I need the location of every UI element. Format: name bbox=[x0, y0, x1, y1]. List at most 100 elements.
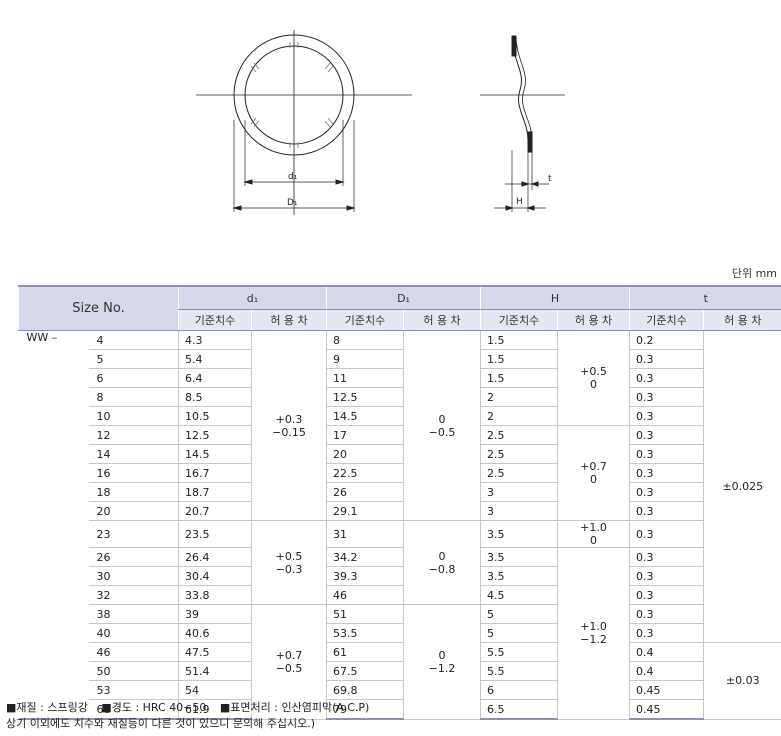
size-no-cell: 38 bbox=[88, 604, 179, 624]
d1-nominal-cell: 8.5 bbox=[178, 387, 252, 407]
tolerance-plus: +1.0 bbox=[580, 521, 607, 534]
D1-nominal-cell: 79 bbox=[326, 699, 404, 720]
t-nominal-cell: 0.45 bbox=[629, 680, 704, 700]
t-nominal-cell: 0.3 bbox=[629, 368, 704, 388]
tolerance-plus: +0.7 bbox=[275, 648, 303, 662]
size-no-cell: 60 bbox=[88, 699, 179, 720]
t-tolerance-cell: ±0.03 bbox=[703, 642, 781, 720]
D1-nominal-cell: 11 bbox=[326, 368, 404, 388]
D1-nominal-cell: 12.5 bbox=[326, 387, 404, 407]
label-H-drawing: H bbox=[516, 197, 523, 207]
t-nominal-cell: 0.3 bbox=[629, 387, 704, 407]
tolerance-plus: 0 bbox=[438, 549, 446, 563]
t-nominal-cell: 0.3 bbox=[629, 566, 704, 586]
d1-nominal-cell: 54 bbox=[178, 680, 252, 700]
dimension-table: Size No. d₁ D₁ H t 기준치수 허 용 차 기준치수 허 용 차… bbox=[18, 285, 781, 720]
H-nominal-cell: 3 bbox=[480, 482, 558, 502]
tolerance-plus: +0.7 bbox=[580, 460, 607, 473]
t-tolerance-cell: ±0.025 bbox=[703, 330, 781, 643]
tolerance-plus: 0 bbox=[438, 412, 446, 426]
d1-nominal-cell: 39 bbox=[178, 604, 252, 624]
size-no-cell: 12 bbox=[88, 425, 179, 445]
D1-tolerance-header: 허 용 차 bbox=[402, 309, 481, 331]
d1-nominal-cell: 33.8 bbox=[178, 585, 252, 605]
D1-nominal-cell: 34.2 bbox=[326, 547, 404, 567]
H-nominal-cell: 5 bbox=[480, 623, 558, 643]
surface-note: ■표면처리 : 인산염피막(A.C.P) bbox=[219, 701, 370, 714]
label-t: t bbox=[548, 174, 552, 184]
D1-header: D₁ bbox=[325, 285, 481, 310]
H-nominal-cell: 2.5 bbox=[480, 425, 558, 445]
remark-note: 상기 이외에도 치수와 재질등이 다른 것이 있으니 문의해 주십시오.) bbox=[6, 717, 315, 730]
tolerance-minus: −1.2 bbox=[428, 661, 456, 675]
d1-tolerance-cell: +0.3−0.15 bbox=[251, 330, 327, 521]
H-nominal-cell: 2.5 bbox=[480, 444, 558, 464]
d1-header: d₁ bbox=[178, 285, 327, 310]
d1-nominal-cell: 10.5 bbox=[178, 406, 252, 426]
tolerance-minus: −0.5 bbox=[428, 425, 456, 439]
D1-nominal-cell: 67.5 bbox=[326, 661, 404, 681]
d1-nominal-cell: 40.6 bbox=[178, 623, 252, 643]
t-nominal-cell: 0.3 bbox=[629, 463, 704, 483]
size-no-cell: 26 bbox=[88, 547, 179, 567]
label-d1: d₁ bbox=[288, 172, 298, 182]
D1-nominal-cell: 53.5 bbox=[326, 623, 404, 643]
size-no-cell: 10 bbox=[88, 406, 179, 426]
D1-nominal-cell: 51 bbox=[326, 604, 404, 624]
d1-nominal-cell: 18.7 bbox=[178, 482, 252, 502]
size-no-cell: 53 bbox=[88, 680, 179, 700]
label-D1-drawing: D₁ bbox=[287, 198, 298, 208]
D1-nominal-cell: 9 bbox=[326, 349, 404, 369]
D1-nominal-header: 기준치수 bbox=[326, 309, 404, 331]
t-nominal-cell: 0.3 bbox=[629, 604, 704, 624]
size-no-cell: 23 bbox=[88, 520, 179, 548]
size-no-cell: 16 bbox=[88, 463, 179, 483]
d1-tolerance-cell: +0.7−0.5 bbox=[251, 604, 327, 720]
H-nominal-cell: 2 bbox=[480, 387, 558, 407]
t-nominal-cell: 0.3 bbox=[629, 425, 704, 445]
H-tolerance-header: 허 용 차 bbox=[557, 309, 630, 331]
H-nominal-cell: 1.5 bbox=[480, 330, 558, 350]
washer-side-view bbox=[480, 35, 565, 212]
d1-nominal-cell: 20.7 bbox=[178, 501, 252, 521]
material-note: ■재질 : 스프링강 bbox=[6, 701, 88, 714]
H-nominal-cell: 5.5 bbox=[480, 642, 558, 662]
d1-nominal-cell: 61.9 bbox=[178, 699, 252, 720]
D1-nominal-cell: 46 bbox=[326, 585, 404, 605]
tolerance-minus: 0 bbox=[590, 378, 598, 391]
D1-nominal-cell: 61 bbox=[326, 642, 404, 662]
unit-label: 단위 mm bbox=[731, 267, 777, 280]
H-nominal-header: 기준치수 bbox=[480, 309, 558, 331]
d1-nominal-cell: 51.4 bbox=[178, 661, 252, 681]
t-nominal-cell: 0.3 bbox=[629, 349, 704, 369]
tolerance-minus: 0 bbox=[590, 534, 598, 547]
size-no-cell: 5 bbox=[88, 349, 179, 369]
tolerance-minus: −0.8 bbox=[428, 562, 456, 576]
H-nominal-cell: 3.5 bbox=[480, 520, 558, 548]
size-no-cell: 4 bbox=[88, 330, 179, 350]
d1-nominal-cell: 4.3 bbox=[178, 330, 252, 350]
t-tolerance-header: 허 용 차 bbox=[703, 309, 781, 331]
D1-nominal-cell: 26 bbox=[326, 482, 404, 502]
tolerance-minus: −0.3 bbox=[275, 562, 303, 576]
tolerance-minus: −0.5 bbox=[275, 661, 303, 675]
d1-nominal-header: 기준치수 bbox=[178, 309, 252, 331]
d1-nominal-cell: 16.7 bbox=[178, 463, 252, 483]
